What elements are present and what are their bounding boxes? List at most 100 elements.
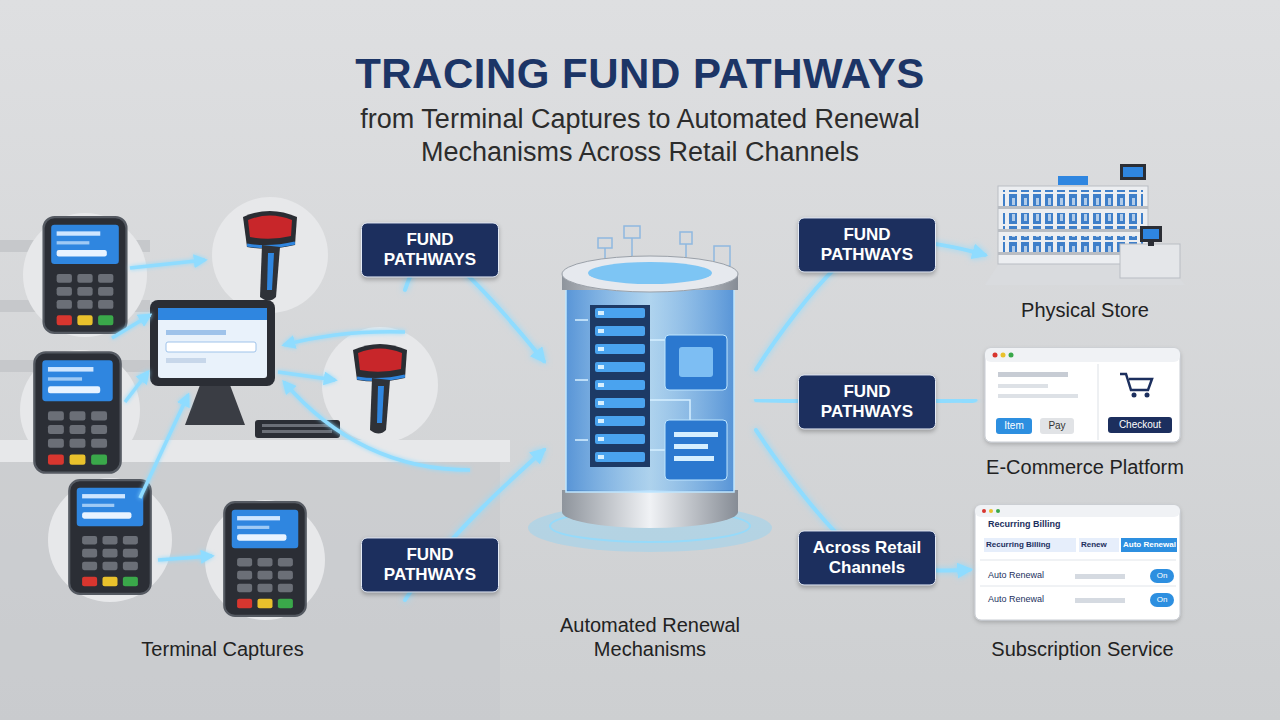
pos-tablet [150, 300, 275, 386]
node-label: Subscription Service [987, 636, 1177, 662]
checkout-button: Checkout [1108, 417, 1172, 433]
ecommerce-window [1145, 393, 1150, 398]
store-illustration [1003, 213, 1143, 229]
flow-arrow [125, 372, 148, 402]
flow-arrow [140, 395, 188, 498]
store-channel: Physical Store [985, 175, 1185, 323]
pathway-badge: FUND PATHWAYS [361, 222, 499, 277]
subscription-window [1075, 574, 1125, 579]
flow-arrow [130, 260, 205, 268]
renewal-engine [674, 456, 714, 461]
pos-tablet [158, 308, 267, 320]
renewal-engine [590, 305, 650, 467]
pos-tablet [262, 430, 332, 433]
pathway-badge: FUND PATHWAYS [798, 217, 936, 272]
node-label: Automated Renewal Mechanisms [548, 612, 752, 662]
store-illustration [1123, 167, 1143, 177]
pathway-badge: FUND PATHWAYS [798, 374, 936, 429]
subscription-window [980, 586, 1176, 587]
payment-terminal [44, 217, 127, 333]
store-illustration [1148, 242, 1154, 246]
renewal-engine [575, 320, 588, 440]
renewal-engine [674, 444, 708, 449]
payment-terminal [224, 502, 306, 616]
renewal-engine [665, 335, 727, 390]
device-halo [205, 500, 325, 620]
renewal-engine [566, 288, 734, 492]
ecommerce-window [1132, 393, 1137, 398]
renewal-engine [598, 238, 612, 248]
barcode-scanner [353, 344, 407, 434]
subtitle: from Terminal Captures to Automated Rene… [290, 103, 990, 169]
subscription-window [982, 509, 986, 513]
pathway-badge: FUND PATHWAYS [361, 537, 499, 592]
ecommerce-window [998, 394, 1078, 398]
cart-button: Item [996, 418, 1032, 434]
diagram-title: TRACING FUND PATHWAYS [0, 50, 1280, 98]
flow-arrow [112, 315, 150, 338]
renewal-engine [665, 420, 727, 480]
renewal-engine [528, 226, 772, 552]
subscription-window [975, 505, 1180, 517]
pathway-badge: Across Retail Channels [798, 530, 936, 585]
flow-arrow [112, 260, 470, 560]
renewal-engine [650, 339, 665, 341]
renewal-engine [674, 432, 718, 437]
window-heading: Recurring Billing [988, 519, 1061, 529]
barcode-scanner [243, 211, 297, 301]
renewal-engine [680, 232, 692, 244]
store-illustration [1143, 229, 1159, 239]
subscription-window [1075, 598, 1125, 603]
cart-button: Pay [1040, 418, 1074, 434]
ecommerce-channel: E-Commerce Platform [975, 340, 1195, 480]
renewal-engine [650, 400, 690, 420]
pos-tablet [185, 385, 245, 425]
flow-arrow [284, 382, 470, 470]
device-halo [48, 478, 172, 602]
node-label: Physical Store [1017, 297, 1153, 323]
subscription-window [975, 505, 1180, 620]
flow-arrow [278, 372, 335, 380]
subscription-window [980, 560, 1176, 561]
ecommerce-window [998, 384, 1048, 388]
ecommerce-window [1009, 353, 1014, 358]
flow-arrow [284, 332, 405, 345]
ecommerce-window [1098, 364, 1099, 440]
renewal-engine [590, 305, 650, 467]
store-illustration [985, 164, 1185, 285]
device-halo [23, 213, 147, 337]
payment-terminal [34, 352, 120, 472]
store-illustration [998, 206, 1148, 209]
terminal-group: Terminal Captures [40, 185, 405, 662]
pos-tablet [262, 424, 332, 427]
node-label: Terminal Captures [137, 636, 307, 662]
renewal-engine [588, 262, 712, 284]
store-illustration [1058, 176, 1088, 185]
ecommerce-window [993, 353, 998, 358]
renewal-engine [624, 226, 640, 238]
ecommerce-window [985, 348, 1180, 442]
pos-tablet [158, 308, 267, 378]
subscription-window [996, 509, 1000, 513]
renewal-engine [650, 449, 665, 451]
ecommerce-window [985, 348, 1180, 442]
ecommerce-window [1001, 353, 1006, 358]
node-label: E-Commerce Platform [982, 454, 1188, 480]
renewal-hub: Automated Renewal Mechanisms [544, 250, 756, 662]
table-header: Renew [1079, 538, 1119, 552]
toggle-switch: On [1150, 569, 1174, 583]
store-illustration [1140, 226, 1162, 242]
pos-tablet [166, 342, 256, 352]
toggle-switch: On [1150, 593, 1174, 607]
store-illustration [1120, 164, 1146, 180]
store-illustration [1003, 190, 1143, 206]
pos-tablet [166, 358, 206, 363]
subscription-window [989, 509, 993, 513]
ecommerce-window [998, 372, 1068, 377]
device-halo [212, 197, 328, 313]
renewal-engine [562, 256, 738, 292]
table-cell: Auto Renewal [988, 594, 1044, 604]
renewal-engine [679, 347, 713, 377]
